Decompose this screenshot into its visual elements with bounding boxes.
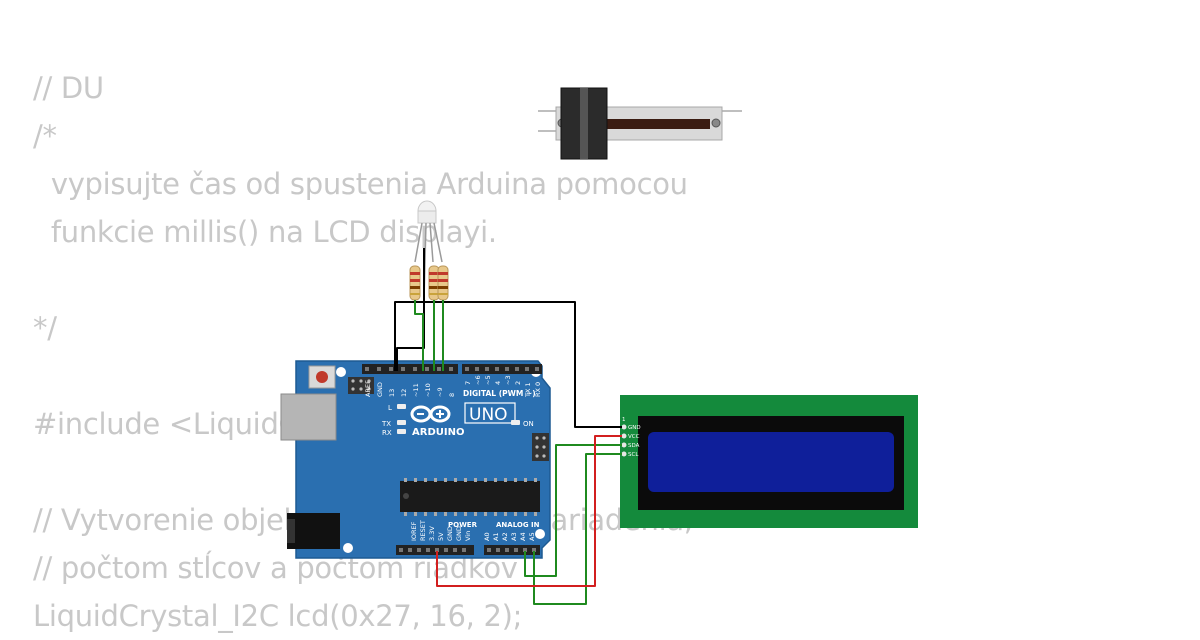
resistor-1[interactable] <box>409 265 421 301</box>
pin-label: 5V <box>437 532 445 541</box>
pin-label: 3.3V <box>428 526 436 541</box>
l-label: L <box>388 404 392 412</box>
lcd-i2c-display[interactable]: 1 GND VCC SDA SCL <box>620 395 918 528</box>
board-model: UNO <box>469 405 508 425</box>
pin-label: ~5 <box>484 375 492 385</box>
pin-label: IOREF <box>410 521 418 541</box>
pin-label: A1 <box>492 532 500 541</box>
wire-gnd-lcd <box>394 301 622 428</box>
power-analog-header <box>396 545 540 555</box>
code-line-12: LiquidCrystal_I2C lcd(0x27, 16, 2); <box>33 599 523 633</box>
pin-label: GND <box>455 526 463 541</box>
wire-led-gnd <box>396 248 425 371</box>
wire-sda <box>524 444 622 577</box>
digital-label: DIGITAL (PWM ~) <box>463 389 536 398</box>
icsp-header-2 <box>532 433 549 461</box>
pin-label: A3 <box>510 532 518 541</box>
pin-label: 8 <box>448 393 456 397</box>
usb-port <box>280 393 337 441</box>
microcontroller-chip <box>400 478 540 516</box>
code-line-3: vypisujte čas od spustenia Arduina pomoc… <box>33 167 688 201</box>
pin-label: 12 <box>400 389 408 397</box>
pin-label: A0 <box>483 532 491 541</box>
wire-vcc <box>436 435 622 587</box>
pin-label: ~11 <box>412 383 420 397</box>
pin-label: A5 <box>528 532 536 541</box>
pin-label: AREF <box>364 380 372 397</box>
pin-label: ~10 <box>424 383 432 397</box>
code-line-6: */ <box>33 311 57 345</box>
rx-label: RX <box>382 429 392 437</box>
pot-screw-icon <box>711 118 721 128</box>
on-label: ON <box>523 420 534 428</box>
slide-potentiometer[interactable] <box>538 87 742 160</box>
pin-label: Vin <box>464 531 472 541</box>
pin-label: RESET <box>419 520 427 541</box>
code-line-4: funkcie millis() na LCD displayi. <box>33 215 497 249</box>
power-jack <box>287 513 340 549</box>
rx-led-icon <box>397 429 406 434</box>
board-brand: ARDUINO <box>412 427 464 438</box>
icsp-header <box>348 377 374 394</box>
pin-label: 4 <box>494 381 502 385</box>
pin-label: 13 <box>388 389 396 397</box>
l-led-icon <box>397 404 406 409</box>
wires <box>394 248 622 605</box>
digital-header <box>362 364 542 374</box>
lcd-pin-one-label: 1 <box>622 417 626 423</box>
pin-label: GND <box>446 526 454 541</box>
lcd-pin-label: VCC <box>628 434 640 440</box>
pin-label: 2 <box>514 381 522 385</box>
code-line-1: // DU <box>33 71 104 105</box>
bottom-pin-labels: IOREF RESET 3.3V 5V GND GND Vin A0 A1 A2… <box>410 520 536 541</box>
lcd-screen <box>648 432 894 492</box>
pin-label: TX 1 <box>524 382 532 398</box>
arduino-logo <box>410 405 451 423</box>
lcd-pin-label: SCL <box>628 452 639 458</box>
pin-label: A2 <box>501 532 509 541</box>
pin-label: 7 <box>464 381 472 385</box>
pin-label: A4 <box>519 532 527 541</box>
on-led-icon <box>511 420 520 425</box>
analog-label: ANALOG IN <box>496 521 540 529</box>
reset-button-icon <box>316 371 328 383</box>
code-line-2: /* <box>33 119 57 153</box>
tx-label: TX <box>381 420 391 428</box>
arduino-uno-board[interactable]: AREF GND 13 12 ~11 ~10 ~9 8 7 ~6 ~5 4 ~3… <box>280 360 551 559</box>
lcd-pin-label: GND <box>628 425 641 431</box>
lcd-pin-labels: 1 GND VCC SDA SCL <box>622 417 641 458</box>
pin-label: GND <box>376 382 384 397</box>
wire-resistor-1 <box>414 300 424 371</box>
top-pin-labels: AREF GND 13 12 ~11 ~10 ~9 8 7 ~6 ~5 4 ~3… <box>364 375 542 398</box>
lcd-pin-label: SDA <box>628 443 640 449</box>
pin-label: RX 0 <box>534 382 542 397</box>
power-label: POWER <box>448 521 478 529</box>
pin-label: ~3 <box>504 375 512 385</box>
pin-label: ~9 <box>436 387 444 397</box>
pin-label: ~6 <box>474 375 482 385</box>
tx-led-icon <box>397 420 406 425</box>
resistor-3[interactable] <box>437 265 449 301</box>
lcd-pin-header <box>621 424 627 457</box>
